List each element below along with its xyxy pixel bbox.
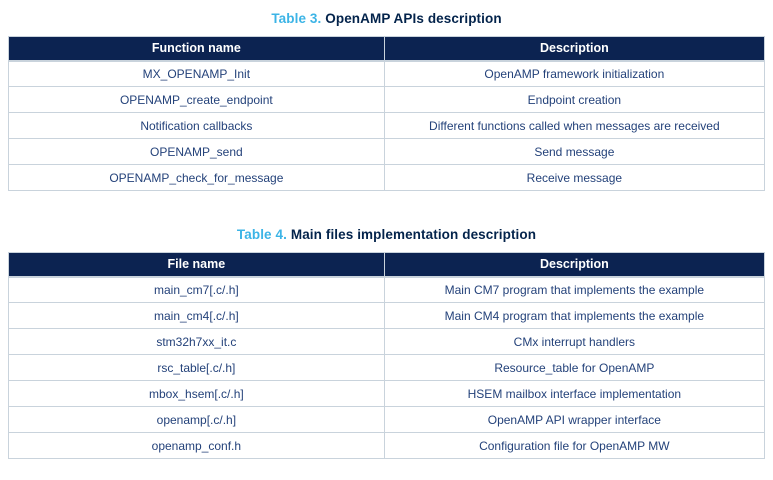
table-row: rsc_table[.c/.h]Resource_table for OpenA… [8, 354, 766, 381]
table4-caption: Table 4. Main files implementation descr… [0, 191, 773, 252]
table-cell: Send message [383, 138, 766, 165]
table-cell: Notification callbacks [8, 112, 385, 139]
table4-caption-label: Table 4. [236, 227, 287, 242]
table-cell: Endpoint creation [383, 86, 766, 113]
table-cell: OpenAMP framework initialization [383, 60, 766, 87]
table-row: main_cm7[.c/.h]Main CM7 program that imp… [8, 276, 766, 303]
table-cell: Resource_table for OpenAMP [383, 354, 766, 381]
table-cell: Receive message [383, 164, 766, 191]
openamp-apis-table: Function name Description MX_OPENAMP_Ini… [8, 36, 766, 191]
table-cell: openamp[.c/.h] [8, 406, 385, 433]
table-cell: Main CM4 program that implements the exa… [383, 302, 766, 329]
table-row: openamp[.c/.h]OpenAMP API wrapper interf… [8, 406, 766, 433]
table-cell: OPENAMP_create_endpoint [8, 86, 385, 113]
table4-caption-title: Main files implementation description [290, 227, 537, 242]
main-files-table: File name Description main_cm7[.c/.h]Mai… [8, 252, 766, 459]
table-cell: OpenAMP API wrapper interface [383, 406, 766, 433]
table3-header-function-name: Function name [8, 36, 385, 62]
table3-caption-title: OpenAMP APIs description [325, 11, 502, 26]
table-cell: HSEM mailbox interface implementation [383, 380, 766, 407]
table-cell: MX_OPENAMP_Init [8, 60, 385, 87]
table-cell: Configuration file for OpenAMP MW [383, 432, 766, 459]
table-header-row: File name Description [8, 252, 766, 278]
table-row: main_cm4[.c/.h]Main CM4 program that imp… [8, 302, 766, 329]
table3-header-description: Description [383, 36, 766, 62]
table-cell: openamp_conf.h [8, 432, 385, 459]
table-cell: main_cm4[.c/.h] [8, 302, 385, 329]
table3-caption-label: Table 3. [271, 11, 322, 26]
table-cell: rsc_table[.c/.h] [8, 354, 385, 381]
table-cell: CMx interrupt handlers [383, 328, 766, 355]
table-cell: Different functions called when messages… [383, 112, 766, 139]
table-cell: OPENAMP_check_for_message [8, 164, 385, 191]
table3-caption: Table 3. OpenAMP APIs description [0, 0, 773, 36]
table4-header-file-name: File name [8, 252, 385, 278]
table-cell: mbox_hsem[.c/.h] [8, 380, 385, 407]
table-cell: OPENAMP_send [8, 138, 385, 165]
table-row: mbox_hsem[.c/.h]HSEM mailbox interface i… [8, 380, 766, 407]
openamp-apis-table-section: Table 3. OpenAMP APIs description Functi… [0, 0, 773, 191]
main-files-table-section: Table 4. Main files implementation descr… [0, 191, 773, 459]
table-cell: Main CM7 program that implements the exa… [383, 276, 766, 303]
table-cell: stm32h7xx_it.c [8, 328, 385, 355]
table-cell: main_cm7[.c/.h] [8, 276, 385, 303]
table-header-row: Function name Description [8, 36, 766, 62]
table4-header-description: Description [383, 252, 766, 278]
